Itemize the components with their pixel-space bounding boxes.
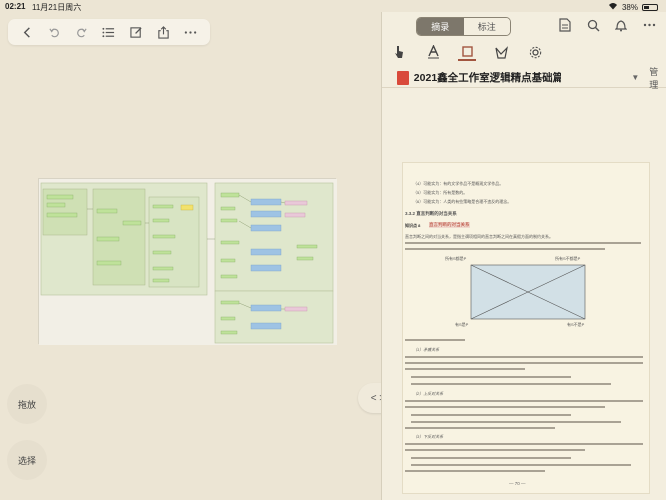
text-line [405, 248, 605, 250]
diagram-label-tl: 所有S都是P [445, 256, 467, 261]
pdf-page[interactable]: （4）可能实为：有的文学作品不是概观文学作品。 （5）可能实为：所有是数的。 （… [402, 162, 650, 494]
more-icon[interactable] [642, 18, 656, 32]
text-line [405, 242, 641, 244]
redo-icon[interactable] [72, 22, 92, 42]
text-line [405, 339, 465, 341]
text-line [411, 376, 571, 378]
knowledge-point-label: 知识点 8 [405, 223, 421, 228]
select-button[interactable]: 选择 [7, 440, 47, 480]
undo-icon[interactable] [45, 22, 65, 42]
text-line [405, 449, 585, 451]
pdf-panel: 摘录 标注 2021鑫全工作室逻 [381, 12, 666, 500]
highlight-icon[interactable] [492, 43, 510, 61]
left-toolbar [8, 19, 210, 45]
diagram-label-bl: 有S是P [455, 322, 469, 327]
settings-icon[interactable] [526, 43, 544, 61]
status-date: 11月21日周六 [32, 3, 82, 12]
manage-button[interactable]: 管理 [649, 66, 659, 90]
square-of-opposition-diagram: 所有S都是P 所有S不都是P 有S是P 有S不是P [443, 255, 613, 331]
diagram-label-br: 有S不是P [567, 322, 585, 327]
page-line: （6）可能实为：人类的有些策略是合理不违反的理念。 [413, 199, 512, 204]
document-title: 2021鑫全工作室逻辑精点基础篇(... [413, 72, 562, 84]
search-icon[interactable] [586, 18, 600, 32]
status-right: 38% [608, 2, 658, 12]
text-line [411, 457, 571, 459]
text-line [405, 406, 605, 408]
more-icon[interactable] [180, 22, 200, 42]
section-heading: 3.3.2 直言判断的对当关系 [405, 211, 457, 216]
chevron-down-icon[interactable]: ▼ [631, 73, 640, 82]
annotation-tools [390, 43, 544, 61]
text-line [405, 368, 525, 370]
bell-icon[interactable] [614, 18, 628, 32]
edit-icon[interactable] [126, 22, 146, 42]
battery-percent: 38% [621, 2, 638, 12]
battery-icon [642, 3, 658, 11]
status-bar: 02:21 11月21日周六 38% [0, 0, 666, 14]
wifi-icon [608, 2, 618, 12]
page-line: （5）可能实为：所有是数的。 [413, 190, 468, 195]
text-line [405, 443, 643, 445]
mode-segmented-control: 摘录 标注 [416, 17, 511, 36]
document-icon[interactable] [558, 18, 572, 32]
text-line [405, 362, 643, 364]
text-line [405, 400, 643, 402]
mindmap-canvas[interactable] [38, 178, 337, 345]
page-line: （4）可能实为：有的文学作品不是概观文学作品。 [413, 181, 504, 186]
tab-excerpt[interactable]: 摘录 [417, 18, 464, 35]
subheading: （2）上反对关系 [413, 391, 444, 396]
text-icon[interactable] [424, 43, 442, 61]
text-line [411, 421, 621, 423]
knowledge-point-title: 直言判断的对当关系 [429, 222, 470, 228]
diagram-label-tr: 所有S不都是P [555, 256, 581, 261]
back-icon[interactable] [18, 22, 38, 42]
drag-button[interactable]: 拖放 [7, 384, 47, 424]
panel-top-icons [558, 18, 656, 32]
text-line [405, 427, 555, 429]
share-icon[interactable] [153, 22, 173, 42]
text-line [411, 414, 571, 416]
subheading: （1）矛盾关系 [413, 347, 440, 352]
list-icon[interactable] [99, 22, 119, 42]
text-line [405, 356, 643, 358]
intro-text: 直言判断之间的对当关系，是指主谓项相同的直言判断之间在真假方面的制约关系。 [405, 234, 553, 239]
text-line [411, 464, 631, 466]
tab-annotate[interactable]: 标注 [463, 18, 510, 35]
frame-select-icon[interactable] [458, 43, 476, 61]
mindmap-thumbnail [39, 179, 337, 345]
text-line [411, 383, 611, 385]
pointer-icon[interactable] [390, 43, 408, 61]
pdf-thumbnail-icon [397, 70, 409, 85]
document-header[interactable]: 2021鑫全工作室逻辑精点基础篇(... ▼ 管理 [382, 66, 666, 90]
subheading: （3）下反对关系 [413, 434, 444, 439]
text-line [405, 470, 545, 472]
page-number: — 70 — [509, 481, 526, 486]
status-time: 02:21 [5, 2, 26, 11]
battery-fill [644, 5, 649, 9]
